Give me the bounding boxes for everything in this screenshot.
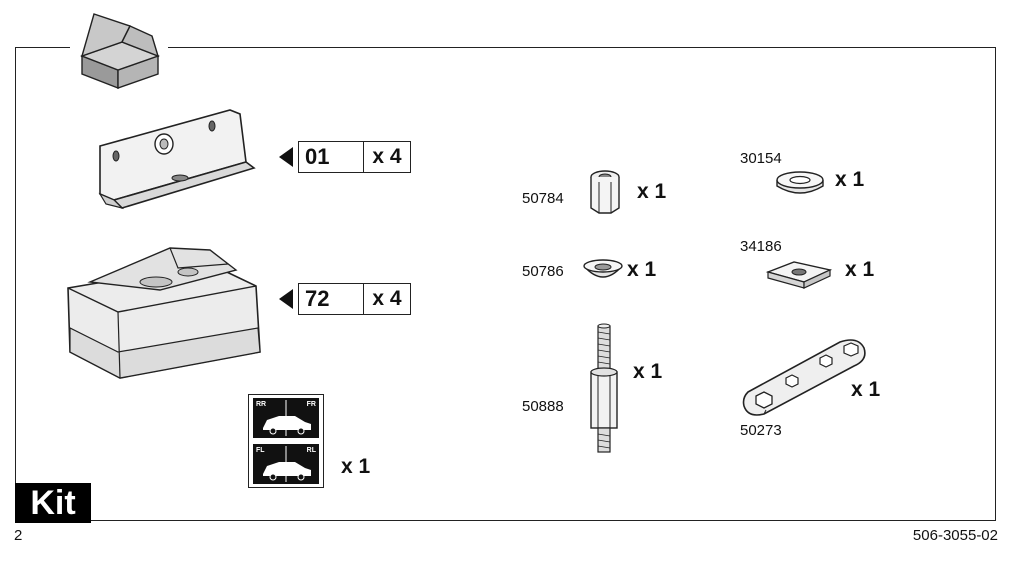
- page-number: 2: [14, 527, 23, 544]
- square-plate-icon: [765, 261, 833, 289]
- sticker-front-panel: FL RL: [253, 444, 319, 484]
- quantity-50784: x 1: [637, 180, 667, 203]
- position-sticker: RR FR FL RL: [248, 394, 324, 488]
- callout-pointer-arrow-icon: [279, 147, 293, 167]
- part-number-50273: 50273: [740, 422, 782, 439]
- footpad-callout: 72 x 4: [298, 283, 411, 315]
- quantity-50786: x 1: [627, 258, 657, 281]
- car-icon: [263, 400, 311, 436]
- sticker-rear-panel: RR FR: [253, 398, 319, 438]
- part-number-50784: 50784: [522, 190, 564, 207]
- sticker-label-fr: FR: [306, 401, 316, 408]
- hex-nut-icon: [590, 170, 620, 214]
- flat-washer-icon: [776, 171, 824, 194]
- package-box-icon: [79, 13, 161, 90]
- quantity-50273: x 1: [851, 378, 881, 401]
- footpad-quantity: x 4: [372, 287, 402, 310]
- sticker-label-rr: RR: [256, 401, 267, 408]
- bracket-quantity: x 4: [372, 145, 402, 168]
- kit-frame: [15, 47, 996, 521]
- document-number: 506-3055-02: [912, 527, 998, 544]
- kit-label: Kit: [15, 483, 91, 523]
- quantity-50888: x 1: [633, 360, 663, 383]
- cup-washer-icon: [583, 259, 623, 278]
- quantity-30154: x 1: [835, 168, 865, 191]
- footpad-part-code: 72: [299, 284, 364, 314]
- footpad-illustration: [67, 247, 261, 379]
- part-number-34186: 34186: [740, 238, 782, 255]
- sticker-label-rl: RL: [306, 447, 316, 454]
- wrench-icon: [742, 339, 866, 416]
- threaded-spacer-icon: [590, 323, 618, 453]
- sticker-label-fl: FL: [256, 447, 265, 454]
- part-number-50888: 50888: [522, 398, 564, 415]
- part-number-30154: 30154: [740, 150, 782, 167]
- bracket-illustration: [98, 109, 256, 210]
- callout-pointer-arrow-icon: [279, 289, 293, 309]
- part-number-50786: 50786: [522, 263, 564, 280]
- bracket-part-code: 01: [299, 142, 364, 172]
- bracket-callout: 01 x 4: [298, 141, 411, 173]
- sticker-quantity: x 1: [341, 455, 371, 478]
- car-icon: [263, 446, 311, 482]
- quantity-34186: x 1: [845, 258, 875, 281]
